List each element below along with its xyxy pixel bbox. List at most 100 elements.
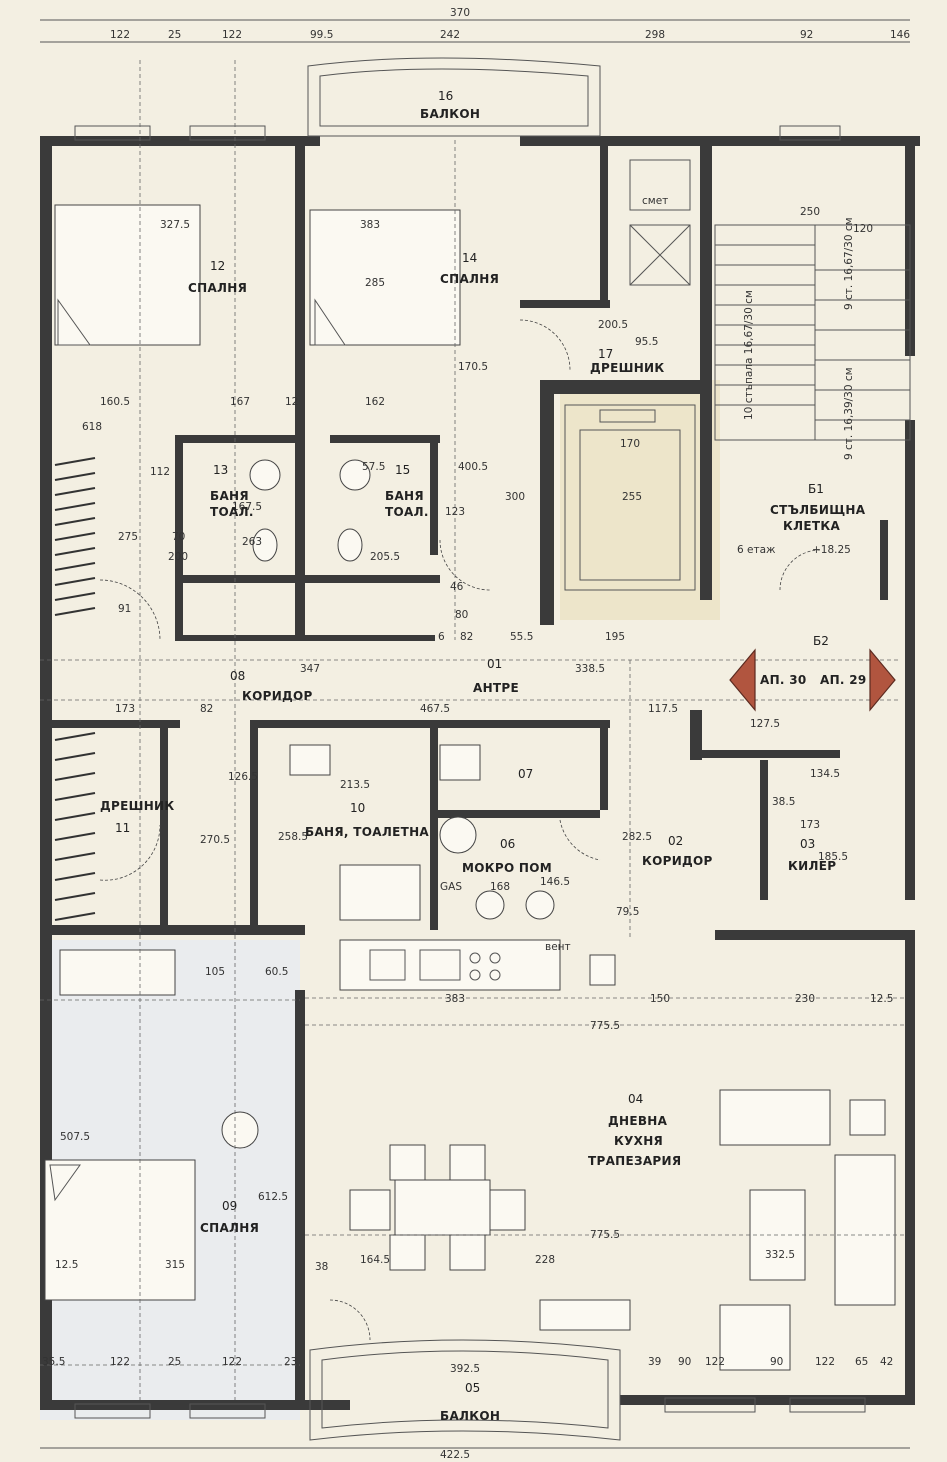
apartment-30-label: АП. 30 [760,673,807,687]
dim-label: 25 [168,29,181,41]
dims-inner: 327.5 383 285 160.5 167 12 162 618 400.5… [55,206,893,1273]
dim-label: 35.5 [42,1356,65,1368]
room-name: БАНЯ [210,489,249,503]
room-number: 13 [213,463,228,477]
wardrobe-hatching-upper [54,457,96,616]
dims-bottom: 35.5 122 25 122 23 392.5 39 90 122 90 12… [42,1356,893,1461]
room-name: СПАЛНЯ [200,1221,259,1235]
apartment-29-label: АП. 29 [820,673,867,687]
bathroom-fixtures [249,459,555,921]
dim-label: 275 [118,531,138,543]
dim-label: 70 [172,531,185,543]
dim-label: 122 [110,29,130,41]
apartment-29-arrow-icon [869,648,896,712]
bed-room-09 [44,1159,196,1301]
dim-label: 200.5 [598,319,628,331]
dim-label: 150 [650,993,670,1005]
dim-label: 383 [360,219,380,231]
dim-label: 612.5 [258,1191,288,1203]
dim-label: 255 [622,491,642,503]
dim-label: 39 [648,1356,661,1368]
shafts [629,159,691,286]
dim-label: 392.5 [450,1363,480,1375]
shaft-label: смет [642,195,668,207]
dim-label: 195 [605,631,625,643]
dim-label: 80 [455,609,468,621]
dim-label: 90 [678,1356,691,1368]
room-name: БАНЯ, ТОАЛЕТНА [305,825,429,839]
dim-label: 228 [535,1254,555,1266]
dining-table [349,1144,526,1271]
room-number: 17 [598,347,613,361]
dim-label: 270.5 [200,834,230,846]
dim-label: 57.5 [362,461,385,473]
stairs-a-label: 9 ст. 16,67/30 см [843,217,855,310]
dim-label: 507.5 [60,1131,90,1143]
dim-label: 164.5 [360,1254,390,1266]
room-number: Б2 [813,634,829,648]
room-number: 06 [500,837,515,851]
dim-label: 42 [880,1356,893,1368]
room-name: КИЛЕР [788,859,836,873]
dim-label: 162 [365,396,385,408]
dim-label: 285 [365,277,385,289]
room-name-line2: КУХНЯ [614,1134,663,1148]
room-name: КОРИДОР [242,689,313,703]
room-name: ДРЕШНИК [100,799,175,813]
dim-label: 347 [300,663,320,675]
balcony-bottom [309,1339,621,1441]
misc-labels: АП. 30 АП. 29 6 етаж +18.25 GAS 10 стъпа… [440,195,867,953]
dim-label: 134.5 [810,768,840,780]
dim-label: 120 [853,223,873,235]
dim-label: 127.5 [750,718,780,730]
staircase [714,224,911,441]
dim-label: 213.5 [340,779,370,791]
dim-label: 332.5 [765,1249,795,1261]
dim-label: 12 [285,396,298,408]
room-number: 11 [115,821,130,835]
room-number: 09 [222,1199,237,1213]
dim-label: 46 [450,581,464,593]
balcony-top [307,57,601,137]
dim-label: 122 [110,1356,130,1368]
room-name-line2: ТОАЛ. [385,505,429,519]
dim-label: 383 [445,993,465,1005]
dim-label: 242 [440,29,460,41]
room-number: 08 [230,669,245,683]
dim-label: 258.5 [278,831,308,843]
dim-label: 12.5 [55,1259,78,1271]
dimension-lines [40,19,910,1449]
dim-label: 99.5 [310,29,333,41]
dim-label: 146.5 [540,876,570,888]
room-name: АНТРЕ [473,681,519,695]
dim-label: 263 [242,536,262,548]
wardrobe-hatching-lower [54,732,96,921]
room-number: 07 [518,767,533,781]
dim-label: 315 [165,1259,185,1271]
dim-label: 92 [800,29,813,41]
gas-label: GAS [440,881,462,893]
dim-label: 205.5 [370,551,400,563]
dim-label: 173 [800,819,820,831]
room-name: СПАЛНЯ [440,272,499,286]
room-number: 02 [668,834,683,848]
dim-label: 400.5 [458,461,488,473]
room-name: БАЛКОН [440,1409,500,1423]
dim-label: 298 [645,29,665,41]
dim-label: 38 [315,1261,328,1273]
dim-label: 23 [284,1356,297,1368]
room-name: ДРЕШНИК [590,361,665,375]
floor-note: 6 етаж [737,544,776,556]
shaft-label: вент [545,941,571,953]
dim-label: 422.5 [440,1449,470,1461]
outer-walls [40,136,920,1410]
room-number: 01 [487,657,502,671]
dim-label: 618 [82,421,102,433]
dim-label: 167.5 [232,501,262,513]
room-name: СТЪЛБИЩНА [770,503,866,517]
dim-label: 230 [795,993,815,1005]
dim-label: 38.5 [772,796,795,808]
dim-label: 55.5 [510,631,533,643]
room-name: БАЛКОН [420,107,480,121]
